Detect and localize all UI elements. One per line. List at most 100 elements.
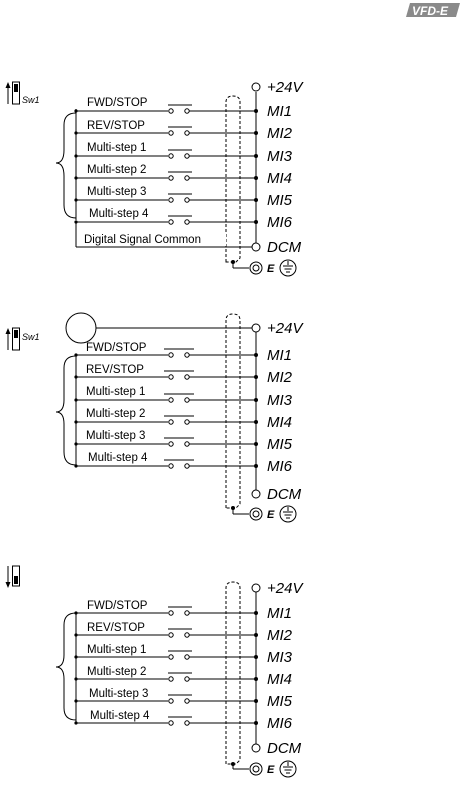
terminal-mi5: MI5 [254, 436, 293, 453]
sw1-switch-up-icon [5, 81, 20, 105]
svg-text:MI4: MI4 [267, 671, 292, 688]
terminal-mi3: MI3 [254, 148, 293, 165]
cable-shield [225, 95, 241, 263]
sw1-switch-down-icon [5, 565, 20, 588]
ground-symbol-icon [279, 505, 297, 523]
svg-text:Multi-step 4: Multi-step 4 [89, 208, 149, 220]
sw1-label: Sw1 [22, 95, 40, 105]
sw1-switch-up-icon [5, 327, 20, 351]
svg-text:Multi-step 3: Multi-step 3 [86, 430, 145, 442]
terminal-dcm: DCM [251, 239, 302, 256]
svg-text:MI6: MI6 [267, 458, 293, 475]
input-row-ms2: Multi-step 2 [74, 164, 256, 181]
input-row-ms1: Multi-step 1 [74, 644, 256, 660]
input-group-brace [55, 355, 77, 466]
svg-text:Multi-step 4: Multi-step 4 [88, 452, 148, 464]
input-group-brace [55, 112, 77, 219]
input-row-ms4: Multi-step 4 [74, 710, 256, 726]
svg-text:MI2: MI2 [267, 627, 293, 644]
logo-text: VFD-E [412, 4, 449, 18]
svg-text:MI5: MI5 [267, 436, 293, 453]
input-row-ms3: Multi-step 3 [74, 688, 256, 704]
terminal-mi3: MI3 [254, 392, 293, 409]
svg-text:Multi-step 3: Multi-step 3 [89, 688, 148, 700]
svg-text:MI1: MI1 [267, 605, 292, 622]
terminal-mi6: MI6 [254, 715, 293, 732]
cable-shield [225, 313, 241, 509]
svg-text:Multi-step 2: Multi-step 2 [87, 666, 146, 678]
terminal-e: E [249, 507, 275, 521]
terminal-mi4: MI4 [254, 671, 292, 688]
svg-text:E: E [267, 509, 275, 521]
input-row-rev: REV/STOP [74, 364, 256, 380]
svg-text:Multi-step 2: Multi-step 2 [86, 408, 145, 420]
svg-text:Multi-step 3: Multi-step 3 [87, 186, 146, 198]
svg-text:E: E [267, 764, 275, 776]
terminal-mi2: MI2 [254, 369, 293, 386]
sw1-label: Sw1 [22, 332, 40, 342]
terminal-mi5: MI5 [254, 192, 293, 209]
svg-text:DCM: DCM [267, 486, 302, 503]
terminal-mi5: MI5 [254, 693, 293, 710]
terminal-e: E [249, 261, 275, 275]
svg-text:MI1: MI1 [267, 103, 292, 120]
svg-text:MI3: MI3 [267, 148, 293, 165]
cable-shield [225, 581, 241, 765]
svg-text:Multi-step 2: Multi-step 2 [87, 164, 146, 176]
input-row-fwd: FWD/STOP [74, 97, 256, 220]
terminal-mi1: MI1 [254, 605, 292, 622]
input-row-fwd: FWD/STOP [74, 600, 256, 616]
ground-symbol-icon [279, 259, 297, 277]
terminal-mi6: MI6 [254, 458, 293, 475]
svg-text:MI1: MI1 [267, 347, 292, 364]
svg-text:MI5: MI5 [267, 693, 293, 710]
input-row-ms3: Multi-step 3 [74, 186, 256, 203]
external-supply-icon [65, 312, 97, 344]
terminal-plus24v: +24V [251, 79, 304, 96]
svg-text:Digital Signal Common: Digital Signal Common [84, 234, 201, 246]
svg-text:DCM: DCM [267, 740, 302, 757]
svg-text:MI2: MI2 [267, 369, 293, 386]
terminal-mi3: MI3 [254, 649, 293, 666]
terminal-dcm: DCM [251, 740, 302, 757]
svg-text:MI6: MI6 [267, 715, 293, 732]
input-row-ms4: Multi-step 4 [74, 208, 256, 225]
svg-text:MI6: MI6 [267, 214, 293, 231]
svg-text:DCM: DCM [267, 239, 302, 256]
terminal-mi1: MI1 [254, 347, 292, 364]
svg-text:MI4: MI4 [267, 414, 292, 431]
svg-text:FWD/STOP: FWD/STOP [86, 342, 147, 354]
input-row-ms2: Multi-step 2 [74, 408, 256, 425]
terminal-plus24v: +24V [251, 320, 304, 337]
input-row-ms1: Multi-step 1 [74, 386, 256, 403]
terminal-mi1: MI1 [254, 103, 292, 120]
diagram-pnp-internal: +24V MI1 MI2 MI3 MI4 MI5 MI6 DCM [5, 565, 304, 778]
terminal-mi6: MI6 [254, 214, 293, 231]
input-group-brace [55, 612, 77, 721]
terminal-e: E [249, 762, 275, 776]
brand-logo: VFD-E [406, 3, 460, 18]
input-row-rev: REV/STOP [74, 120, 256, 136]
terminal-mi4: MI4 [254, 414, 292, 431]
svg-text:MI3: MI3 [267, 392, 293, 409]
svg-text:REV/STOP: REV/STOP [86, 364, 144, 376]
svg-text:REV/STOP: REV/STOP [87, 622, 145, 634]
logo-background [406, 3, 460, 17]
terminal-dcm: DCM [251, 486, 302, 503]
svg-text:MI2: MI2 [267, 125, 293, 142]
svg-text:Multi-step 4: Multi-step 4 [90, 710, 150, 722]
input-row-ms3: Multi-step 3 [74, 430, 256, 447]
svg-text:REV/STOP: REV/STOP [87, 120, 145, 132]
svg-text:E: E [267, 263, 275, 275]
svg-text:Multi-step 1: Multi-step 1 [87, 142, 146, 154]
digital-signal-common-line: Digital Signal Common [75, 222, 252, 248]
input-row-fwd: FWD/STOP [74, 342, 256, 358]
svg-text:MI3: MI3 [267, 649, 293, 666]
svg-text:MI4: MI4 [267, 170, 292, 187]
input-row-ms2: Multi-step 2 [74, 666, 256, 682]
svg-text:Multi-step 1: Multi-step 1 [86, 386, 145, 398]
svg-text:FWD/STOP: FWD/STOP [87, 97, 148, 109]
svg-text:MI5: MI5 [267, 192, 293, 209]
